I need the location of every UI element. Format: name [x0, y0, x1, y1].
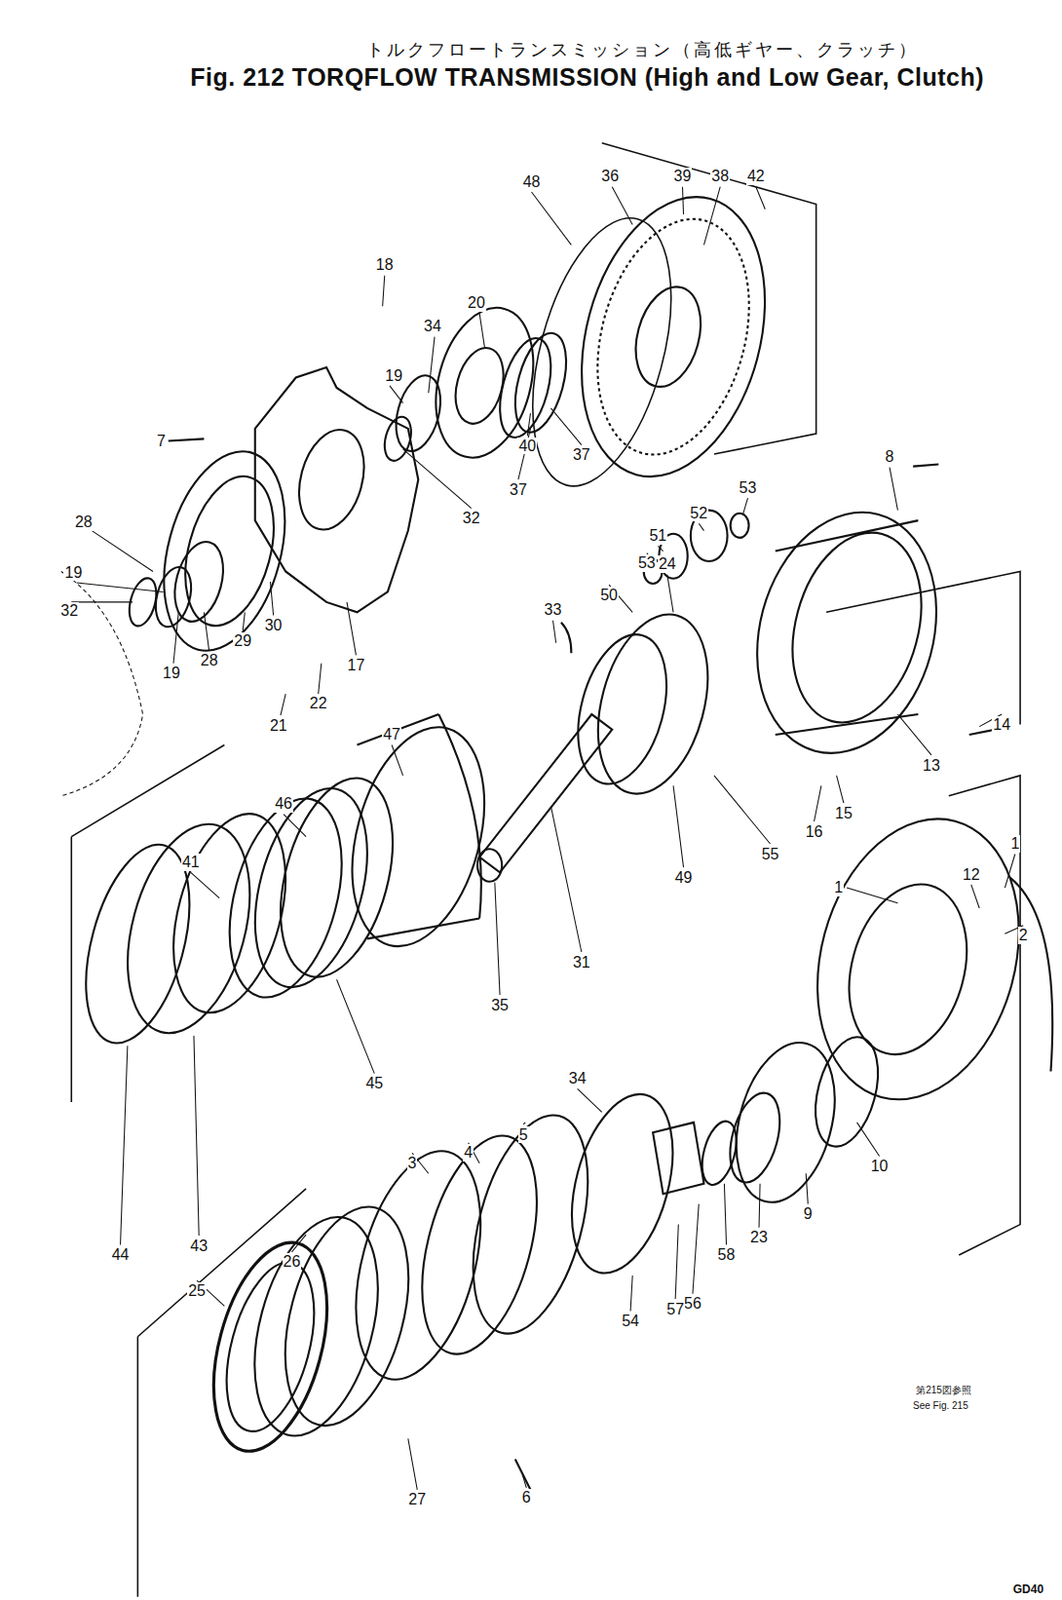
callout-number: 28	[74, 513, 94, 531]
callout-number: 55	[760, 845, 781, 864]
callout-number: 2	[1018, 926, 1029, 945]
callout-number: 1	[1009, 834, 1021, 853]
callout-number: 1	[833, 878, 844, 897]
callout-number: 49	[674, 869, 694, 887]
callout-number: 38	[710, 167, 730, 186]
callout-number: 17	[346, 656, 367, 675]
callout-number: 25	[187, 1282, 207, 1300]
callout-number: 33	[543, 601, 564, 619]
callout-number: 45	[364, 1074, 384, 1093]
callout-number: 24	[657, 555, 678, 573]
callout-number: 57	[665, 1300, 685, 1319]
callout-number: 42	[746, 167, 766, 186]
callout-number: 37	[508, 481, 529, 499]
callout-number: 15	[834, 804, 854, 823]
callout-number: 43	[189, 1237, 209, 1255]
callout-number: 12	[961, 866, 982, 884]
callout-number: 8	[884, 448, 896, 466]
callout-number: 29	[232, 632, 253, 650]
reference-note: 第215図参照	[914, 1384, 973, 1396]
figure-title: Fig. 212 TORQFLOW TRANSMISSION (High and…	[189, 63, 985, 92]
callout-number: 32	[59, 602, 79, 620]
callout-number: 19	[63, 564, 83, 582]
callout-number: 40	[517, 437, 537, 456]
callout-number: 20	[466, 294, 487, 312]
callout-number: 13	[921, 757, 942, 775]
callout-number: 21	[268, 717, 289, 735]
callout-number: 6	[521, 1488, 532, 1507]
callout-number: 14	[991, 716, 1012, 734]
callout-number: 47	[381, 725, 402, 744]
callout-number: 56	[682, 1294, 703, 1313]
callout-number: 58	[717, 1246, 737, 1264]
callout-number: 54	[620, 1312, 641, 1330]
callout-number: 44	[111, 1246, 131, 1264]
callout-number: 18	[375, 256, 395, 274]
callout-number: 51	[647, 527, 668, 545]
japanese-title: トルクフロートランスミッション（高低ギヤー、クラッチ）	[365, 40, 920, 61]
callout-number: 30	[264, 616, 284, 635]
callout-number: 34	[568, 1069, 588, 1088]
callout-number: 9	[802, 1205, 814, 1223]
callout-number: 53	[738, 479, 759, 497]
callout-number: 27	[407, 1490, 427, 1509]
callout-number: 46	[273, 795, 294, 813]
sheet-code: GD40	[1012, 1583, 1045, 1596]
callout-number: 52	[688, 504, 709, 523]
callout-number: 36	[600, 167, 620, 186]
callout-number: 10	[870, 1157, 890, 1176]
callout-number: 48	[522, 173, 542, 191]
callout-number: 23	[749, 1228, 769, 1247]
reference-note: See Fig. 215	[911, 1400, 970, 1411]
callout-number: 26	[282, 1252, 303, 1271]
callout-number: 53	[637, 554, 657, 572]
callout-number: 4	[462, 1143, 474, 1162]
callout-number: 37	[571, 446, 592, 464]
callout-number: 19	[383, 367, 404, 385]
callout-number: 50	[599, 586, 619, 605]
callout-number: 3	[407, 1154, 418, 1173]
callout-number: 19	[161, 664, 182, 683]
callout-number: 41	[181, 853, 201, 872]
callout-number: 22	[308, 694, 329, 713]
callout-number: 5	[518, 1126, 530, 1144]
callout-number: 16	[804, 823, 825, 841]
callout-number: 34	[422, 317, 443, 336]
callout-number: 28	[199, 651, 220, 670]
callout-number: 7	[155, 432, 167, 451]
callout-number: 35	[490, 996, 510, 1015]
callout-number: 32	[461, 509, 482, 528]
callout-number: 31	[571, 953, 592, 972]
callout-number: 39	[673, 167, 693, 186]
